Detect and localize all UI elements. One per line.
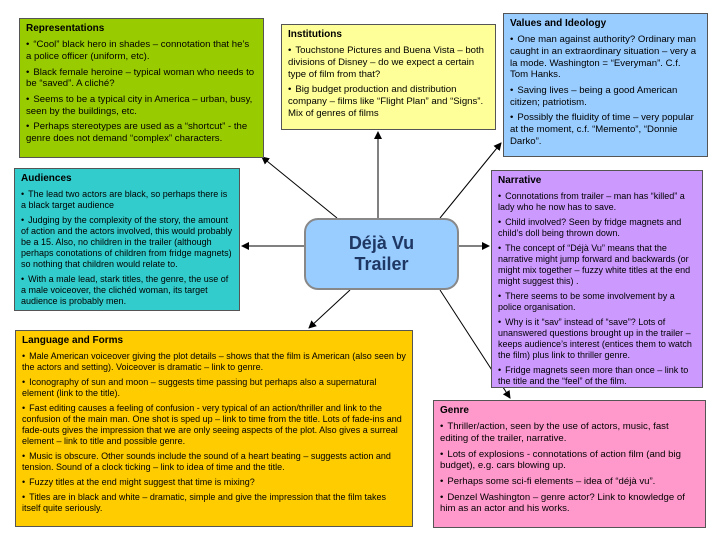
audiences-item: With a male lead, stark titles, the genr… bbox=[21, 274, 233, 307]
audiences-item: Judging by the complexity of the story, … bbox=[21, 215, 233, 270]
representations-item: Seems to be a typical city in America – … bbox=[26, 94, 257, 117]
genre-heading: Genre bbox=[440, 405, 469, 416]
narrative-item: Why is it “sav” instead of “save”? Lots … bbox=[498, 317, 696, 361]
representations-item: “Cool” black hero in shades – connotatio… bbox=[26, 39, 257, 62]
representations-item: Perhaps stereotypes are used as a “short… bbox=[26, 121, 257, 144]
language-item: Titles are in black and white – dramatic… bbox=[22, 492, 406, 514]
genre-item: Thriller/action, seen by the use of acto… bbox=[440, 421, 699, 444]
arrow-to-representations bbox=[261, 156, 338, 219]
institutions-heading: Institutions bbox=[288, 29, 342, 40]
values-item: One man against authority? Ordinary man … bbox=[510, 34, 701, 81]
values-ideology-box: Values and Ideology One man against auth… bbox=[503, 13, 708, 157]
arrow-to-language bbox=[308, 289, 351, 329]
language-item: Male American voiceover giving the plot … bbox=[22, 351, 406, 373]
narrative-item: Connotations from trailer – man has “kil… bbox=[498, 191, 696, 213]
narrative-heading: Narrative bbox=[498, 175, 542, 186]
institutions-item: Touchstone Pictures and Buena Vista – bo… bbox=[288, 45, 489, 80]
audiences-box: Audiences The lead two actors are black,… bbox=[14, 168, 240, 311]
values-heading: Values and Ideology bbox=[510, 18, 607, 29]
language-item: Music is obscure. Other sounds include t… bbox=[22, 451, 406, 473]
values-item: Saving lives – being a good American cit… bbox=[510, 85, 701, 108]
language-item: Iconography of sun and moon – suggests t… bbox=[22, 377, 406, 399]
audiences-item: The lead two actors are black, so perhap… bbox=[21, 189, 233, 211]
language-forms-box: Language and Forms Male American voiceov… bbox=[15, 330, 413, 527]
language-item: Fuzzy titles at the end might suggest th… bbox=[22, 477, 406, 488]
narrative-item: There seems to be some involvement by a … bbox=[498, 291, 696, 313]
narrative-item: The concept of “Déjà Vu” means that the … bbox=[498, 243, 696, 287]
representations-item: Black female heroine – typical woman who… bbox=[26, 67, 257, 90]
center-title-box: Déjà Vu Trailer bbox=[304, 218, 459, 290]
genre-box: Genre Thriller/action, seen by the use o… bbox=[433, 400, 706, 528]
language-item: Fast editing causes a feeling of confusi… bbox=[22, 403, 406, 447]
language-heading: Language and Forms bbox=[22, 335, 124, 346]
institutions-box: Institutions Touchstone Pictures and Bue… bbox=[281, 24, 496, 130]
narrative-box: Narrative Connotations from trailer – ma… bbox=[491, 170, 703, 388]
center-title-line1: Déjà Vu bbox=[348, 233, 415, 254]
representations-box: Representations “Cool” black hero in sha… bbox=[19, 18, 264, 158]
genre-item: Lots of explosions - connotations of act… bbox=[440, 449, 699, 472]
audiences-heading: Audiences bbox=[21, 173, 72, 184]
institutions-item: Big budget production and distribution c… bbox=[288, 84, 489, 119]
narrative-item: Child involved? Seen by fridge magnets a… bbox=[498, 217, 696, 239]
center-title-line2: Trailer bbox=[354, 254, 409, 274]
narrative-item: Fridge magnets seen more than once – lin… bbox=[498, 365, 696, 387]
genre-item: Denzel Washington – genre actor? Link to… bbox=[440, 492, 699, 515]
arrow-to-values bbox=[439, 142, 502, 219]
genre-item: Perhaps some sci-fi elements – idea of “… bbox=[440, 476, 699, 488]
representations-heading: Representations bbox=[26, 23, 105, 34]
values-item: Possibly the fluidity of time – very pop… bbox=[510, 112, 701, 147]
